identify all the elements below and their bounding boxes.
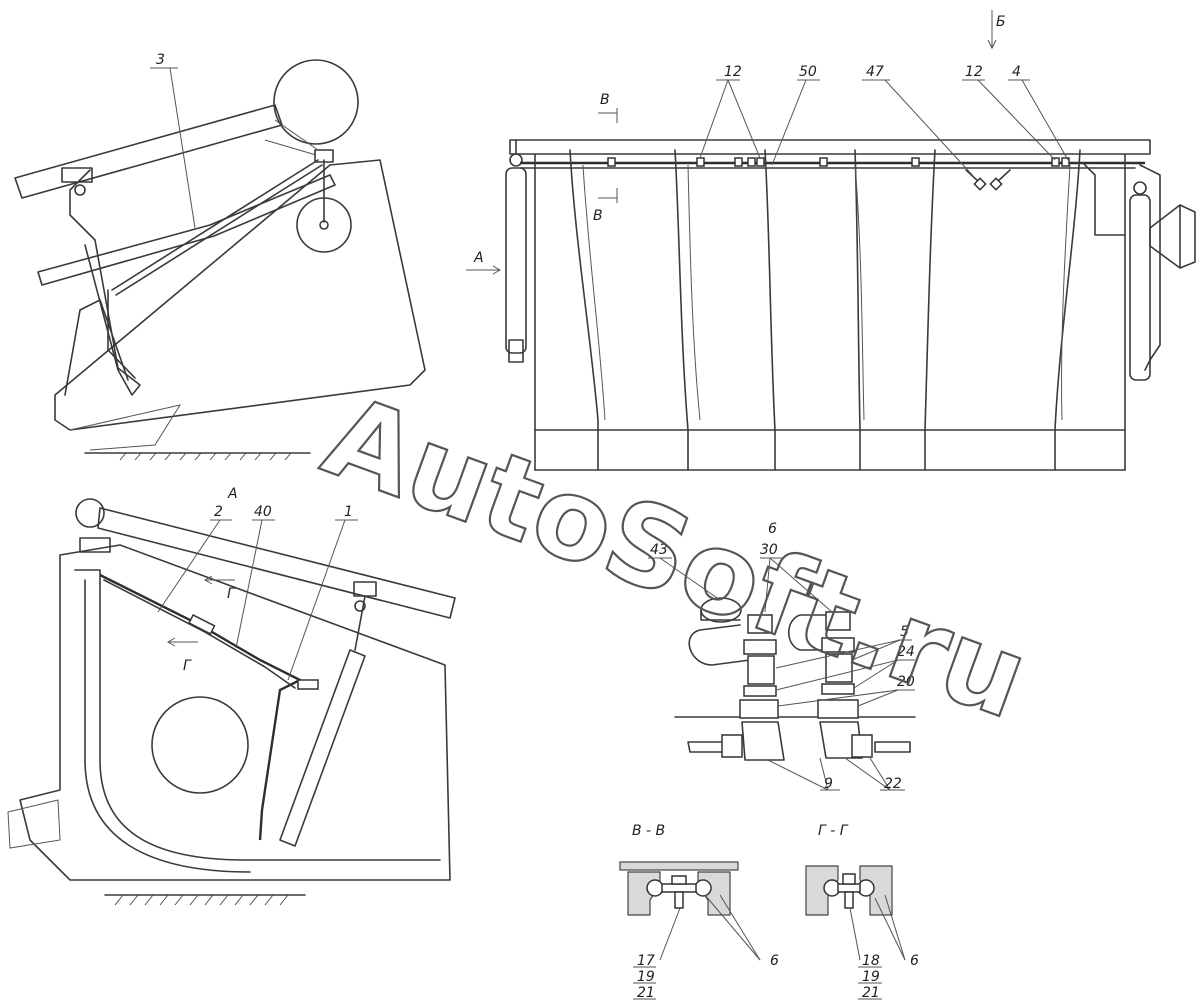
callout-2: 2 [214, 504, 223, 520]
callout-gg-19: 19 [862, 969, 880, 985]
section-v-mark-top: В [600, 92, 610, 108]
side-view-top-left: 3 [14, 52, 426, 461]
callout-6-mid: 6 [768, 521, 777, 537]
callout-12-left: 12 [724, 64, 742, 80]
callout-3: 3 [156, 52, 165, 68]
callout-1: 1 [344, 504, 353, 520]
section-g-mark-bottom: Г [183, 658, 192, 674]
callout-24: 24 [897, 644, 915, 660]
view-a-bottom-left: А Г Г [7, 486, 456, 906]
section-g-mark-top: Г [227, 586, 236, 602]
callout-50: 50 [799, 64, 817, 80]
callout-30: 30 [760, 542, 778, 558]
view-b-detail: 43 6 30 5 24 20 9 22 [648, 521, 916, 792]
view-a-title: А [227, 486, 238, 502]
view-a-arrow-label: А [473, 250, 484, 266]
front-view-top-right: В В А Б 12 50 47 12 4 [466, 10, 1196, 471]
section-vv: В - В 17 19 21 6 [619, 823, 779, 1001]
section-gg-title: Г - Г [818, 823, 849, 839]
callout-gg-18: 18 [862, 953, 880, 969]
callout-vv-6: 6 [770, 953, 779, 969]
section-vv-title: В - В [632, 823, 665, 839]
callout-40: 40 [254, 504, 272, 520]
view-b-arrow-label: Б [996, 14, 1006, 30]
callout-gg-21: 21 [862, 985, 880, 1001]
callout-20: 20 [897, 674, 915, 690]
callout-4: 4 [1012, 64, 1021, 80]
section-gg: Г - Г 18 19 21 6 [805, 823, 919, 1001]
callout-22: 22 [884, 776, 902, 792]
callout-47: 47 [866, 64, 884, 80]
callout-gg-6: 6 [910, 953, 919, 969]
callout-5: 5 [900, 624, 909, 640]
drive-pulley-icon [1149, 204, 1196, 269]
callout-vv-17: 17 [637, 953, 655, 969]
wheel-icon [273, 59, 359, 145]
callout-vv-21: 21 [637, 985, 655, 1001]
callout-43: 43 [650, 542, 668, 558]
drum-icon [151, 696, 249, 794]
callout-9: 9 [824, 776, 833, 792]
watermark: AutoSoft.ru [309, 371, 1043, 744]
callout-12-right: 12 [965, 64, 983, 80]
callout-vv-19: 19 [637, 969, 655, 985]
section-v-mark-bottom: В [593, 208, 603, 224]
